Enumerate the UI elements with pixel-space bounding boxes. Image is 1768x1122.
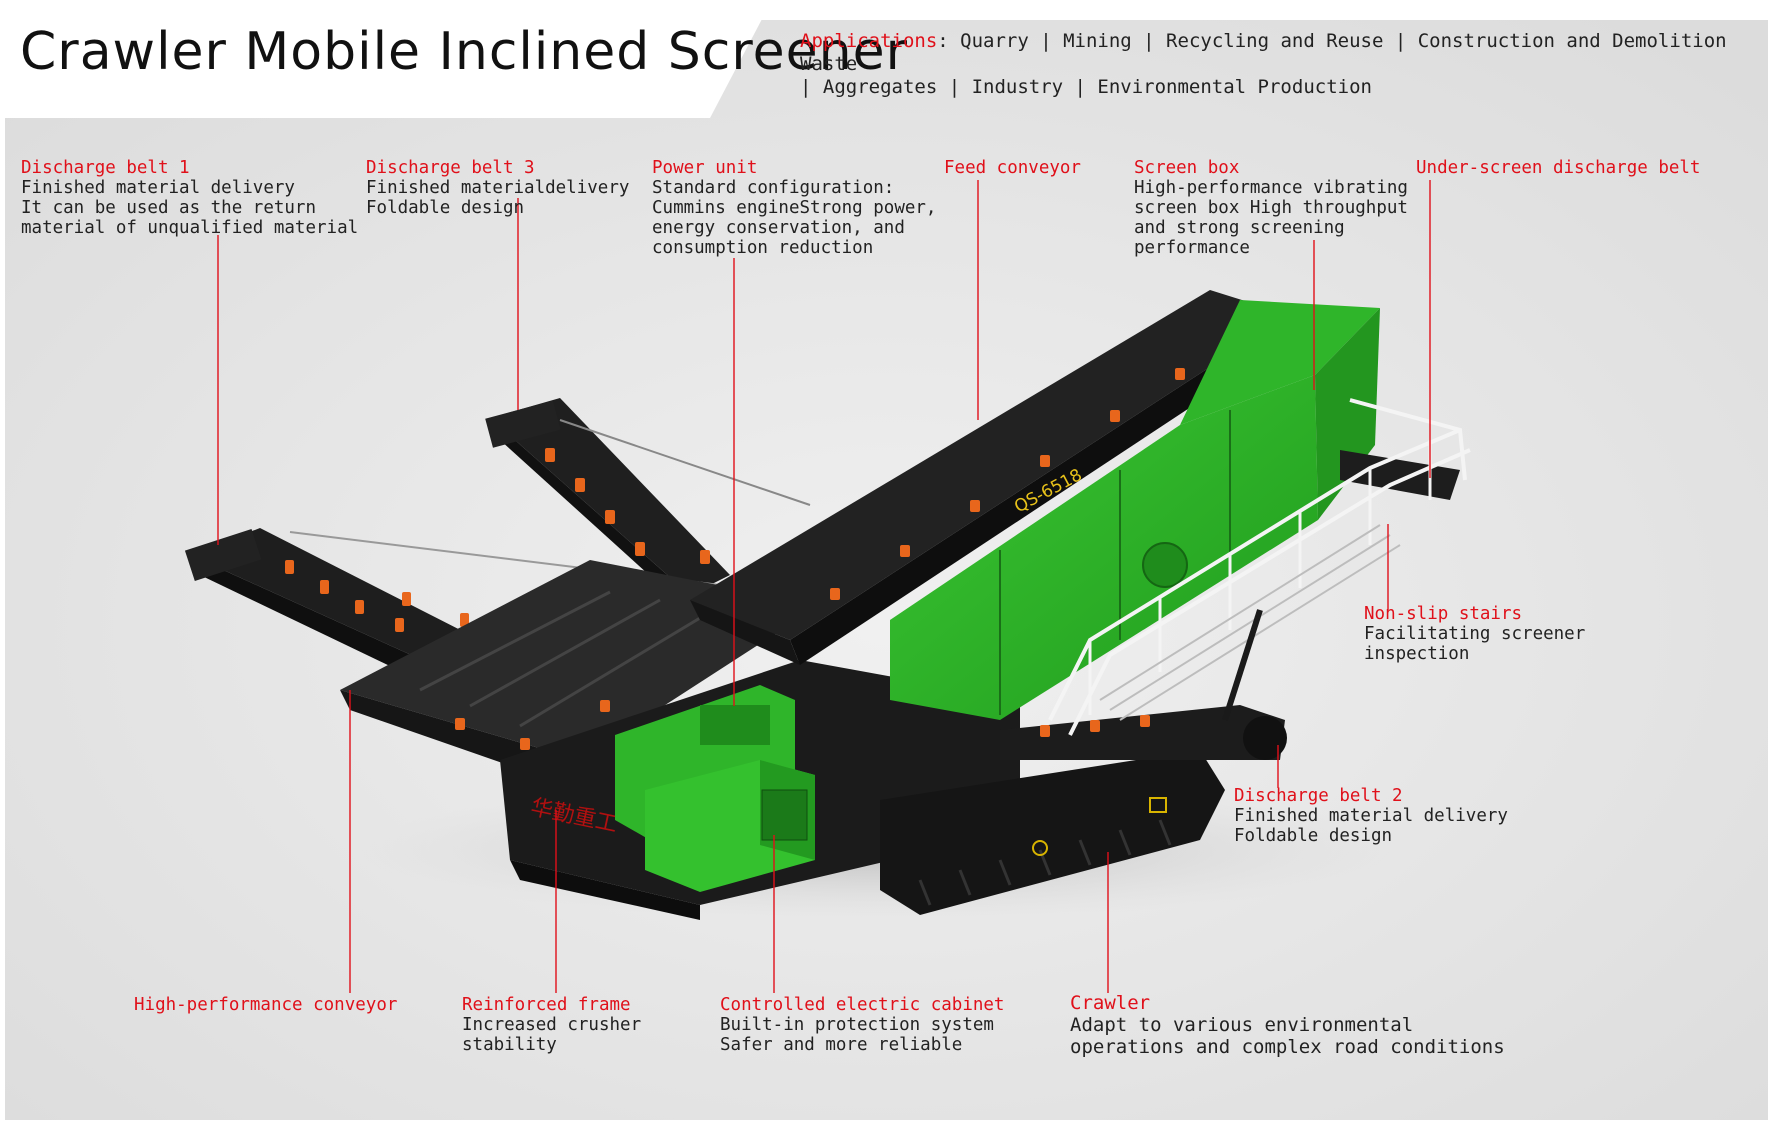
callout-line: material of unqualified material xyxy=(21,218,359,238)
discharge-belt-2-graphic xyxy=(1000,705,1287,760)
callout-screen-box: Screen box High-performance vibrating sc… xyxy=(1134,158,1408,258)
callout-line: and strong screening xyxy=(1134,218,1345,238)
callout-heading: Power unit xyxy=(652,158,758,178)
callout-heading: Discharge belt 2 xyxy=(1234,786,1403,806)
callout-line: energy conservation, and xyxy=(652,218,905,238)
callout-line: It can be used as the return xyxy=(21,198,317,218)
callout-line: Foldable design xyxy=(1234,826,1393,846)
callout-line: screen box High throughput xyxy=(1134,198,1408,218)
leader-lines xyxy=(217,180,1431,993)
discharge-belt-1-graphic xyxy=(184,528,721,690)
title-banner xyxy=(0,0,772,118)
callout-line: operations and complex road conditions xyxy=(1070,1036,1505,1058)
callout-line: Foldable design xyxy=(366,198,525,218)
callout-power-unit: Power unit Standard configuration: Cummi… xyxy=(652,158,936,258)
callout-line: inspection xyxy=(1364,644,1470,664)
callout-heading: Discharge belt 1 xyxy=(21,158,190,178)
callout-heading: Discharge belt 3 xyxy=(366,158,535,178)
callout-line: performance xyxy=(1134,238,1250,258)
callout-line: Cummins engineStrong power, xyxy=(652,198,937,218)
callout-heading: Feed conveyor xyxy=(944,158,1081,178)
callout-discharge-belt-1: Discharge belt 1 Finished material deliv… xyxy=(21,158,358,238)
callout-heading: High-performance conveyor xyxy=(134,995,398,1015)
discharge-belt-3-graphic xyxy=(485,398,811,612)
callout-heading: Controlled electric cabinet xyxy=(720,995,1005,1015)
callout-line: Built-in protection system xyxy=(720,1015,994,1035)
callout-discharge-belt-3: Discharge belt 3 Finished materialdelive… xyxy=(366,158,629,218)
callout-discharge-belt-2: Discharge belt 2 Finished material deliv… xyxy=(1234,786,1508,846)
machine-illustration: 华勤重工 xyxy=(184,290,1471,920)
applications-line-1: : Quarry | Mining | Recycling and Reuse … xyxy=(800,30,1727,75)
top-strip xyxy=(772,0,1768,20)
callout-line: Standard configuration: xyxy=(652,178,895,198)
callout-line: Finished material delivery xyxy=(1234,806,1508,826)
callout-line: Facilitating screener xyxy=(1364,624,1586,644)
callout-under-screen-discharge-belt: Under-screen discharge belt xyxy=(1416,158,1700,178)
feed-conveyor-graphic xyxy=(690,290,1300,665)
callout-heading: Crawler xyxy=(1070,992,1151,1014)
callout-controlled-electric-cabinet: Controlled electric cabinet Built-in pro… xyxy=(720,995,1004,1055)
callout-line: Finished material delivery xyxy=(21,178,295,198)
callout-feed-conveyor: Feed conveyor xyxy=(944,158,1081,178)
callout-line: Increased crusher xyxy=(462,1015,642,1035)
callout-heading: Reinforced frame xyxy=(462,995,631,1015)
applications-text: Applications: Quarry | Mining | Recyclin… xyxy=(800,30,1730,99)
callout-heading: Non-slip stairs xyxy=(1364,604,1523,624)
callout-line: Safer and more reliable xyxy=(720,1035,963,1055)
callout-line: High-performance vibrating xyxy=(1134,178,1408,198)
callout-non-slip-stairs: Non-slip stairs Facilitating screener in… xyxy=(1364,604,1585,664)
callout-reinforced-frame: Reinforced frame Increased crusher stabi… xyxy=(462,995,641,1055)
page-title: Crawler Mobile Inclined Screener xyxy=(20,22,908,82)
callout-high-performance-conveyor: High-performance conveyor xyxy=(134,995,397,1015)
crawler-track-graphic xyxy=(880,750,1225,915)
callout-line: stability xyxy=(462,1035,557,1055)
callout-heading: Under-screen discharge belt xyxy=(1416,158,1701,178)
callout-line: consumption reduction xyxy=(652,238,874,258)
applications-line-2: | Aggregates | Industry | Environmental … xyxy=(800,76,1372,98)
applications-label: Applications xyxy=(800,30,938,52)
callout-crawler: Crawler Adapt to various environmental o… xyxy=(1070,992,1505,1058)
callout-line: Adapt to various environmental xyxy=(1070,1014,1414,1036)
callout-line: Finished materialdelivery xyxy=(366,178,630,198)
callout-heading: Screen box xyxy=(1134,158,1240,178)
